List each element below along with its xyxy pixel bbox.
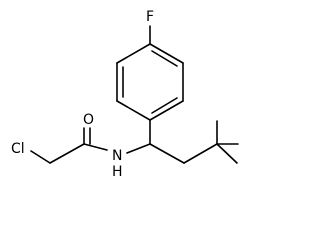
molecule-drawing: F O Cl N H bbox=[11, 9, 239, 180]
ring-bond-3 bbox=[149, 100, 184, 121]
nitrogen-label: N bbox=[112, 148, 122, 164]
chlorine-label: Cl bbox=[11, 141, 25, 157]
structure-diagram: F O Cl N H bbox=[11, 9, 239, 180]
ch2-cq-bond bbox=[183, 143, 218, 164]
n-carbonyl-bond bbox=[83, 143, 108, 151]
hydrogen-label: H bbox=[112, 164, 123, 180]
methyl-bond-3 bbox=[216, 143, 238, 164]
carbonyl-ch2-bond bbox=[49, 143, 85, 164]
ring-bond-1 bbox=[149, 43, 184, 64]
ring-double-bond-2 bbox=[151, 97, 178, 114]
ch-n-bond bbox=[126, 143, 151, 154]
ring-double-bond-1 bbox=[151, 50, 178, 67]
ch2-cl-bond bbox=[30, 150, 51, 164]
oxygen-label: O bbox=[83, 112, 94, 128]
ring-bond-4 bbox=[116, 100, 151, 121]
fluorine-label: F bbox=[146, 9, 154, 25]
ring-bond-6 bbox=[116, 43, 151, 64]
ch-ch2-bond bbox=[149, 143, 185, 164]
benzene-ring bbox=[116, 43, 184, 121]
